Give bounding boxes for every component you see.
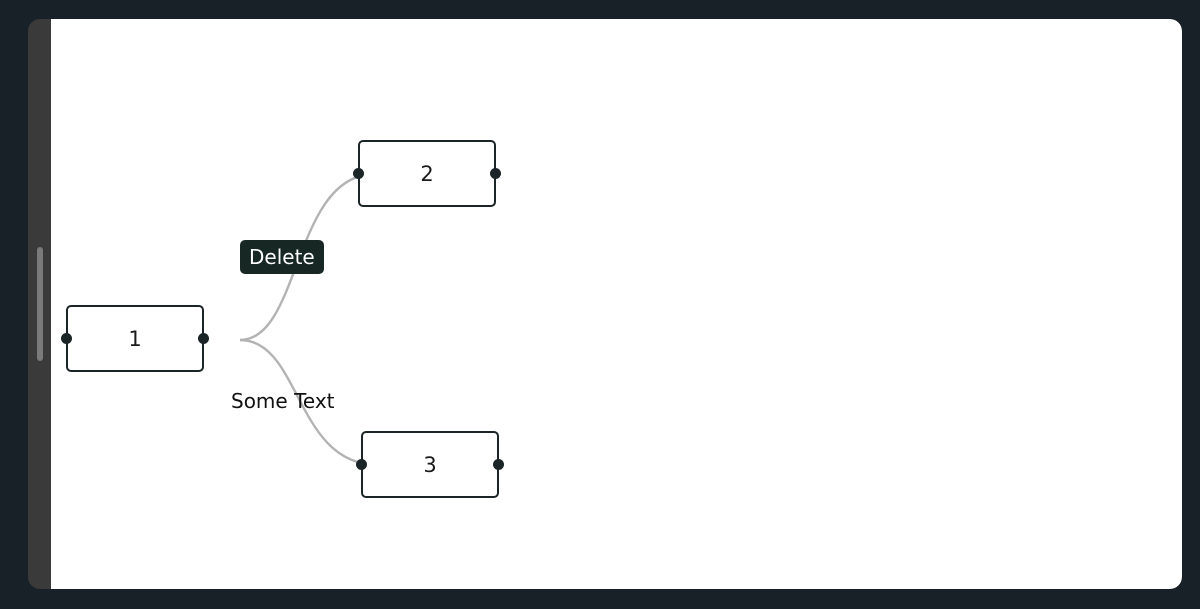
node-2-label: 2 <box>420 161 434 186</box>
panel-resize-handle[interactable] <box>37 247 43 361</box>
delete-edge-button[interactable]: Delete <box>240 240 324 274</box>
app-frame: 1 2 3 Delete Some Text <box>28 19 1182 589</box>
edges-layer <box>239 172 379 467</box>
node-2-source-handle[interactable] <box>490 168 501 179</box>
node-2-target-handle[interactable] <box>353 168 364 179</box>
node-1-source-handle[interactable] <box>198 333 209 344</box>
node-1-label: 1 <box>128 326 142 351</box>
edge-label-some-text: Some Text <box>231 389 335 413</box>
node-3-target-handle[interactable] <box>356 459 367 470</box>
flow-canvas[interactable]: 1 2 3 Delete Some Text <box>51 19 1182 589</box>
node-2[interactable]: 2 <box>353 140 501 207</box>
node-3-source-handle[interactable] <box>493 459 504 470</box>
node-3-label: 3 <box>423 452 437 477</box>
node-1-target-handle[interactable] <box>61 333 72 344</box>
node-3[interactable]: 3 <box>356 431 504 498</box>
node-1[interactable]: 1 <box>61 305 209 372</box>
